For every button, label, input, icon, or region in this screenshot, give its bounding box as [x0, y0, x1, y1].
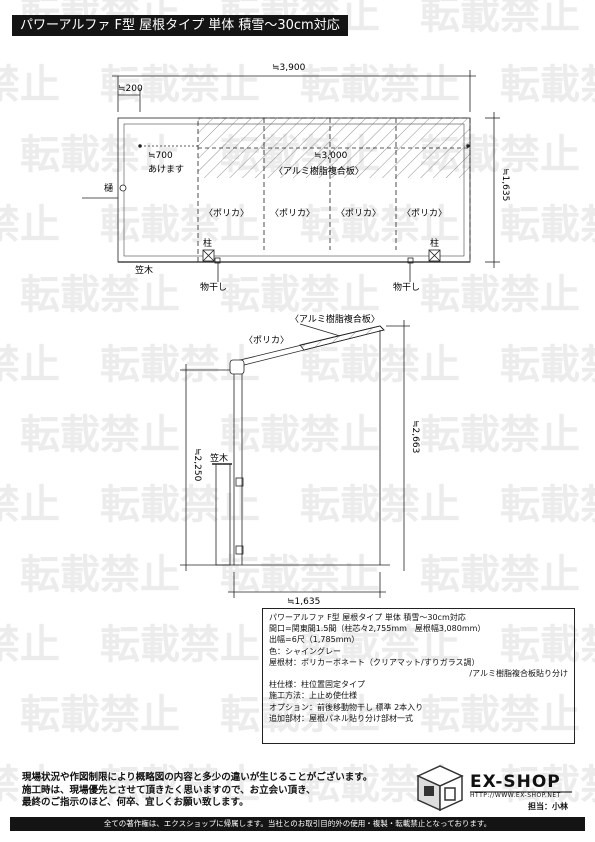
spec-line: オプション：前後移動物干し 標準 2本入り [269, 702, 424, 712]
section-label-kasagi: 笠木 [210, 452, 228, 464]
section-dim-depth: ≒1,635 [287, 597, 320, 607]
copyright-footer: 全ての著作権は、エクスショップに帰属します。当社とのお取引目的外の使用・複製・転… [10, 817, 585, 831]
person-in-charge: 担当：小林 [528, 802, 568, 811]
section-label-poly: 〈ポリカ〉 [244, 335, 289, 346]
plan-label-poly-2: 〈ポリカ〉 [270, 208, 315, 219]
plan-dim-roof-width: ≒3,000 [314, 151, 348, 161]
plan-label-kasagi: 笠木 [135, 264, 153, 276]
plan-label-poly-1: 〈ポリカ〉 [204, 208, 249, 219]
plan-label-post-left: 柱 [203, 237, 212, 249]
section-label-panel: 〈アルミ樹脂複合板〉 [290, 313, 380, 325]
section-dim-post-height: ≒2,250 [192, 448, 202, 482]
plan-gap-note: あけます [148, 164, 184, 175]
notice-line: 最終のご指示のほど、何卒、宜しくお願い致します。 [22, 797, 249, 808]
plan-view [82, 70, 500, 282]
plan-label-post-right: 柱 [430, 237, 439, 249]
section-dim-total-height: ≒2,663 [410, 420, 420, 453]
notice-text: 現場状況や作図制限により概略図の内容と多少の違いが生じることがございます。 施工… [22, 772, 372, 810]
plan-dim-total-width: ≒3,900 [272, 63, 306, 73]
plan-dim-depth: ≒1,635 [500, 168, 510, 201]
spec-line: 間口=関東間1.5間（柱芯々2,755mm 屋根幅3,080mm） [269, 624, 486, 634]
spec-line: 屋根材：ポリカーボネート（クリアマット/すりガラス調） [269, 657, 480, 667]
logo-text: EX-SHOP [470, 772, 561, 792]
spec-line: 追加部材：屋根パネル貼り分け部材一式 [269, 713, 413, 723]
plan-dim-gap: ≒700 [148, 151, 173, 161]
plan-label-gutter: 樋 [104, 182, 113, 194]
plan-label-poly-3: 〈ポリカ〉 [336, 208, 381, 219]
plan-label-panel-band: 〈アルミ樹脂複合板〉 [274, 165, 364, 177]
spec-line: 柱仕様：柱位置固定タイプ [269, 680, 365, 690]
plan-dim-offset: ≒200 [118, 84, 143, 94]
spec-line: 色：シャイングレー [269, 646, 341, 656]
spec-line: /アルミ樹脂複合板貼り分け [469, 669, 568, 679]
plan-label-poly-4: 〈ポリカ〉 [402, 208, 447, 219]
plan-label-dryer-left: 物干し [200, 281, 227, 293]
spec-line: 出幅=6尺（1,785mm） [269, 635, 360, 645]
section-view [180, 320, 410, 598]
ex-shop-logo-icon [416, 765, 572, 812]
spec-box: パワーアルファ F型 屋根タイプ 単体 積雪～30cm対応 間口=関東間1.5間… [262, 608, 575, 744]
notice-line: 施工時は、現場優先とさせて頂きたく思いますので、お立会い頂き、 [22, 784, 316, 796]
drawing-title: パワーアルファ F型 屋根タイプ 単体 積雪～30cm対応 [12, 15, 348, 36]
logo-url: HTTP://WWW.EX-SHOP.NET [470, 792, 561, 799]
plan-label-dryer-right: 物干し [393, 281, 420, 293]
spec-line: パワーアルファ F型 屋根タイプ 単体 積雪～30cm対応 [269, 613, 466, 622]
spec-line: 施工方法：上止め使仕様 [269, 691, 357, 701]
notice-line: 現場状況や作図制限により概略図の内容と多少の違いが生じることがございます。 [22, 772, 373, 783]
